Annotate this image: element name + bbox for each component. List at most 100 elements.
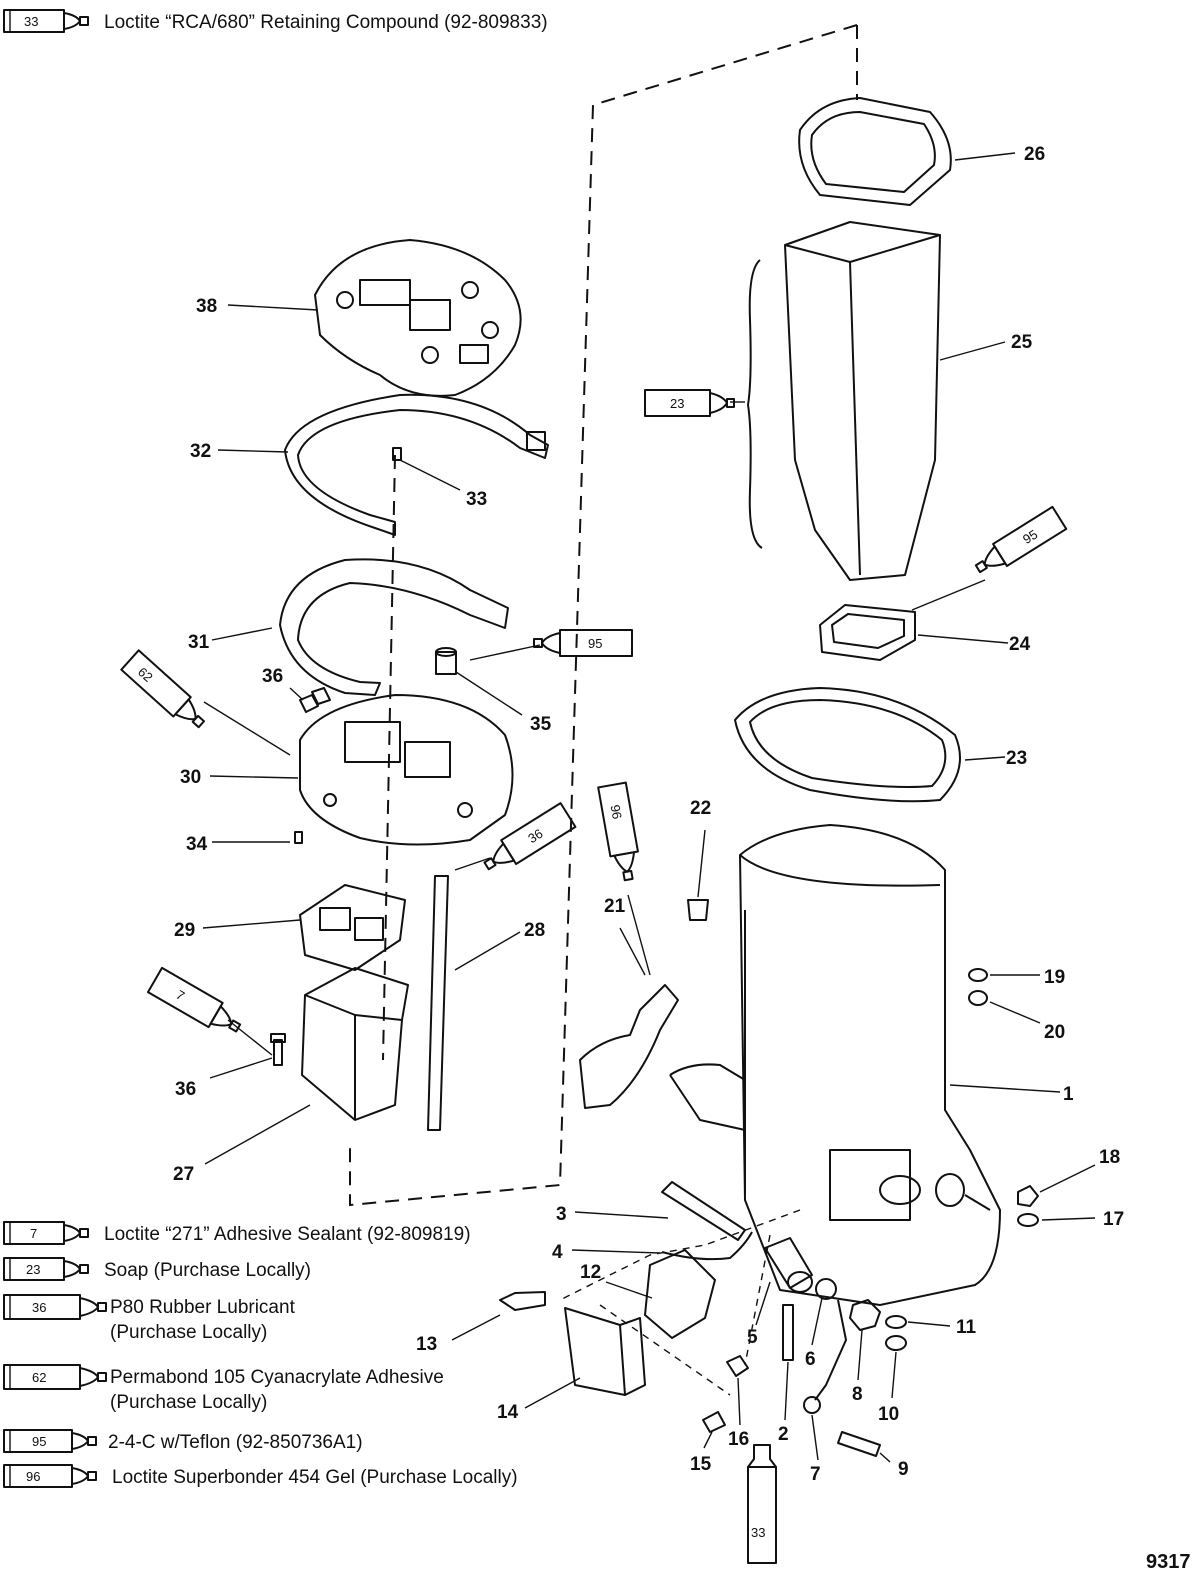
tube-icon: 95	[533, 629, 633, 657]
tube-code: 36	[525, 826, 545, 846]
figure-number: 9317	[1146, 1551, 1191, 1573]
gasket-23	[734, 687, 961, 803]
legend-text-line2: (Purchase Locally)	[110, 1392, 267, 1413]
callout-label: 5	[747, 1327, 758, 1348]
callout-label: 38	[196, 296, 217, 317]
legend-item: 23 Soap (Purchase Locally)	[3, 1257, 311, 1281]
callout-label: 36	[175, 1079, 196, 1100]
legend-text: Loctite Superbonder 454 Gel (Purchase Lo…	[112, 1467, 518, 1488]
callout-label: 7	[810, 1464, 821, 1485]
guide-27	[301, 967, 409, 1121]
tube-code: 62	[135, 664, 156, 685]
callout-label: 12	[580, 1262, 601, 1283]
callout-label: 20	[1044, 1022, 1065, 1043]
callout-label: 17	[1103, 1209, 1124, 1230]
gasket-32	[284, 393, 549, 536]
callout-label: 21	[604, 896, 626, 917]
legend-item: 33 Loctite “RCA/680” Retaining Compound …	[3, 9, 548, 33]
callout-label: 3	[556, 1204, 567, 1225]
callout-label: 8	[852, 1384, 863, 1405]
callout-label: 26	[1024, 144, 1045, 165]
legend-code: 23	[26, 1262, 40, 1277]
parts	[270, 97, 1039, 1457]
tube-code: 23	[670, 396, 684, 411]
legend-code: 96	[26, 1469, 40, 1484]
callout-label: 11	[956, 1317, 977, 1338]
cover-25	[784, 221, 941, 581]
assembly-lines	[349, 24, 858, 1396]
callout-label: 33	[466, 489, 487, 510]
tube-icon: 7	[147, 966, 242, 1033]
callout-label: 34	[186, 834, 208, 855]
legend-text: Permabond 105 Cyanacrylate Adhesive	[110, 1367, 444, 1388]
callout-label: 29	[174, 920, 195, 941]
callout-label: 2	[778, 1424, 789, 1445]
legend-item: 62 Permabond 105 Cyanacrylate Adhesive (…	[3, 1364, 444, 1413]
housing-1	[739, 824, 1001, 1306]
callout-label: 18	[1099, 1147, 1120, 1168]
legend-text: 2-4-C w/Teflon (92-850736A1)	[108, 1432, 363, 1453]
legend-code: 62	[32, 1370, 46, 1385]
callout-label: 31	[188, 632, 210, 653]
legend-text: Loctite “RCA/680” Retaining Compound (92…	[104, 12, 548, 33]
legend-item: 36 P80 Rubber Lubricant (Purchase Locall…	[3, 1294, 296, 1343]
callout-label: 4	[552, 1242, 563, 1263]
tube-code: 95	[1020, 527, 1040, 547]
legend-text-line2: (Purchase Locally)	[110, 1322, 267, 1343]
legend-text: P80 Rubber Lubricant	[110, 1297, 296, 1318]
tube-code: 33	[751, 1525, 765, 1540]
tube-icon: 36	[483, 802, 577, 871]
tube-icon: 96	[597, 781, 639, 882]
legend-code: 33	[24, 14, 38, 29]
callout-label: 36	[262, 666, 283, 687]
callout-labels: 1 2 3 4 5 6 7 8 9 10 11 12 13 14 15 16 1…	[173, 144, 1124, 1485]
legend-text: Soap (Purchase Locally)	[104, 1260, 311, 1281]
callout-label: 32	[190, 441, 211, 462]
tube-icon: 23	[644, 389, 735, 417]
legend-item: 96 Loctite Superbonder 454 Gel (Purchase…	[3, 1464, 518, 1488]
adaptor-plate-30	[299, 694, 514, 846]
tube-code: 95	[588, 636, 602, 651]
legend-item: 7 Loctite “271” Adhesive Sealant (92-809…	[3, 1221, 471, 1245]
seal-24	[819, 604, 916, 661]
legend-item: 95 2-4-C w/Teflon (92-850736A1)	[3, 1429, 363, 1453]
callout-label: 35	[530, 714, 552, 735]
callout-label: 23	[1006, 748, 1027, 769]
legend-code: 7	[30, 1226, 37, 1241]
tube-28	[427, 875, 449, 1131]
callout-label: 22	[690, 798, 711, 819]
legend-text: Loctite “271” Adhesive Sealant (92-80981…	[104, 1224, 471, 1245]
tubes: 23 95 95 62 96	[120, 389, 1068, 1564]
elbow-21	[579, 984, 679, 1109]
bushing-35	[435, 651, 457, 675]
callout-label: 9	[898, 1459, 909, 1480]
gasket-26	[798, 97, 952, 206]
gasket-29	[299, 884, 406, 971]
callout-label: 28	[524, 920, 545, 941]
callout-label: 16	[728, 1429, 749, 1450]
tube-icon: 95	[974, 505, 1068, 574]
plug-22	[687, 899, 709, 921]
callout-label: 6	[805, 1349, 816, 1370]
callout-label: 19	[1044, 967, 1065, 988]
callout-label: 1	[1063, 1084, 1074, 1105]
callout-label: 13	[416, 1334, 437, 1355]
tube-icon: 62	[120, 649, 206, 729]
callout-label: 24	[1009, 634, 1031, 655]
callout-label: 25	[1011, 332, 1033, 353]
callout-label: 30	[180, 767, 201, 788]
legend-code: 95	[32, 1434, 46, 1449]
bolt-3	[661, 1181, 746, 1241]
legend: 33 Loctite “RCA/680” Retaining Compound …	[3, 9, 548, 1488]
tube-icon: 33	[747, 1444, 777, 1564]
callout-label: 15	[690, 1454, 712, 1475]
seal-31	[279, 558, 509, 696]
callout-label: 10	[878, 1404, 899, 1425]
legend-code: 36	[32, 1300, 46, 1315]
tube-code: 7	[174, 987, 188, 1004]
tube-code: 96	[608, 803, 625, 820]
leader-lines	[202, 152, 1096, 1463]
callout-label: 14	[497, 1402, 519, 1423]
gasket-38	[314, 239, 522, 397]
